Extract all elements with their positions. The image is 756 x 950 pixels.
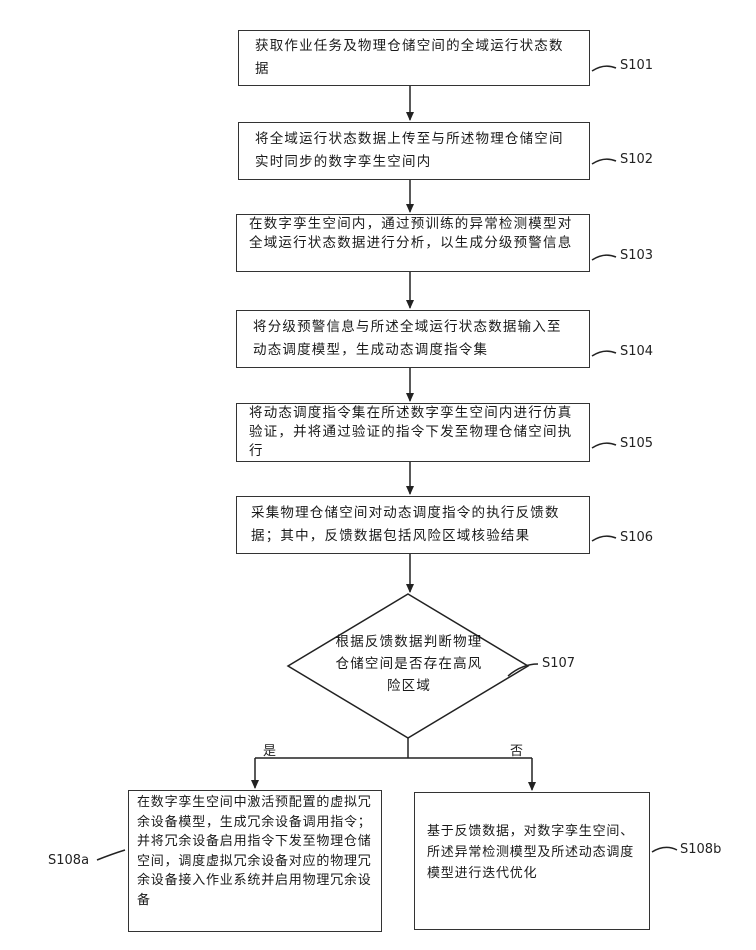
step-s104-text: 将分级预警信息与所述全域运行状态数据输入至动态调度模型，生成动态调度指令集 [253, 319, 562, 358]
step-s103-label: S103 [620, 248, 653, 263]
step-s103-box: 在数字孪生空间内，通过预训练的异常检测模型对全域运行状态数据进行分析，以生成分级… [236, 214, 590, 272]
leader-s102 [592, 159, 616, 164]
step-s101-label: S101 [620, 58, 653, 73]
step-s101-box: 获取作业任务及物理仓储空间的全域运行状态数据 [238, 30, 590, 86]
step-s108b-text: 基于反馈数据，对数字孪生空间、所述异常检测模型及所述动态调度模型进行迭代优化 [427, 824, 634, 881]
step-s106-label: S106 [620, 530, 653, 545]
step-s101-text: 获取作业任务及物理仓储空间的全域运行状态数据 [255, 38, 564, 77]
step-s102-text: 将全域运行状态数据上传至与所述物理仓储空间实时同步的数字孪生空间内 [255, 131, 564, 170]
step-s105-label: S105 [620, 436, 653, 451]
leader-s108b [652, 847, 677, 852]
step-s108a-text: 在数字孪生空间中激活预配置的虚拟冗余设备模型，生成冗余设备调用指令；并将冗余设备… [137, 795, 372, 908]
step-s102-label: S102 [620, 152, 653, 167]
leader-s108a [97, 850, 125, 860]
step-s108a-box: 在数字孪生空间中激活预配置的虚拟冗余设备模型，生成冗余设备调用指令；并将冗余设备… [128, 790, 382, 932]
step-s102-box: 将全域运行状态数据上传至与所述物理仓储空间实时同步的数字孪生空间内 [238, 122, 590, 180]
leader-s106 [592, 536, 616, 541]
step-s105-box: 将动态调度指令集在所述数字孪生空间内进行仿真验证，并将通过验证的指令下发至物理仓… [236, 403, 590, 462]
step-s108b-label: S108b [680, 842, 721, 857]
leader-s101 [592, 66, 616, 71]
step-s108b-box: 基于反馈数据，对数字孪生空间、所述异常检测模型及所述动态调度模型进行迭代优化 [414, 792, 650, 930]
step-s106-text: 采集物理仓储空间对动态调度指令的执行反馈数据；其中，反馈数据包括风险区域核验结果 [251, 505, 560, 544]
branch-no-label: 否 [510, 740, 523, 759]
step-s107-label: S107 [542, 656, 575, 671]
step-s108a-label: S108a [48, 853, 89, 868]
step-s105-text: 将动态调度指令集在所述数字孪生空间内进行仿真验证，并将通过验证的指令下发至物理仓… [249, 405, 572, 459]
step-s104-box: 将分级预警信息与所述全域运行状态数据输入至动态调度模型，生成动态调度指令集 [236, 310, 590, 368]
step-s106-box: 采集物理仓储空间对动态调度指令的执行反馈数据；其中，反馈数据包括风险区域核验结果 [236, 496, 590, 554]
step-s104-label: S104 [620, 344, 653, 359]
decision-s107-text: 根据反馈数据判断物理仓储空间是否存在高风险区域 [334, 631, 484, 697]
step-s103-text: 在数字孪生空间内，通过预训练的异常检测模型对全域运行状态数据进行分析，以生成分级… [249, 216, 572, 251]
leader-s103 [592, 255, 616, 260]
leader-s104 [592, 351, 616, 356]
branch-yes-label: 是 [263, 740, 276, 759]
leader-s105 [592, 443, 616, 448]
